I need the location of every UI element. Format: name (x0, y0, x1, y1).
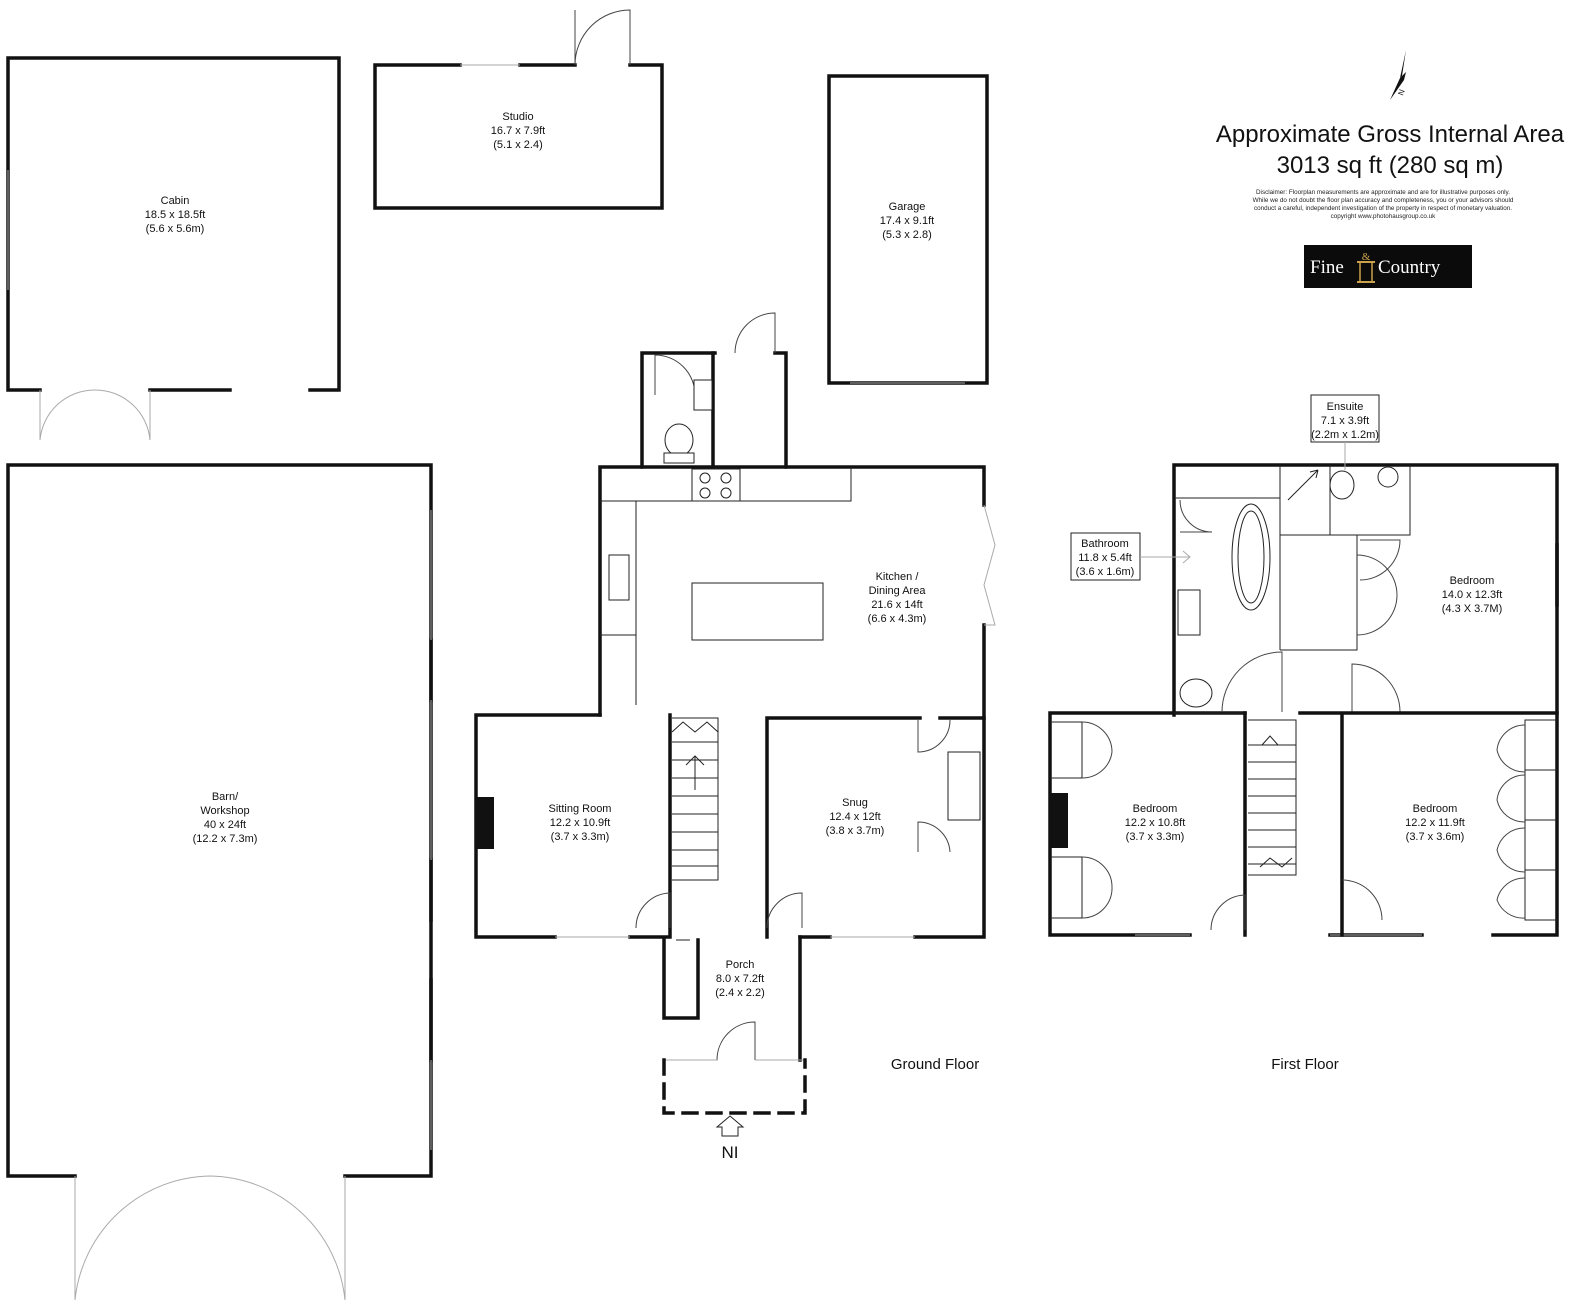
bathroom-dims-ft: 11.8 x 5.4ft (1078, 552, 1132, 564)
garage-plan: Garage 17.4 x 9.1ft (5.3 x 2.8) (827, 74, 989, 385)
garage-dims-m: (5.3 x 2.8) (882, 229, 932, 241)
bedroom-right-dims-m: (3.7 x 3.6m) (1406, 831, 1465, 843)
bedroom-main-dims-m: (4.3 X 3.7M) (1442, 603, 1503, 615)
disclaimer-line-2: While we do not doubt the floor plan acc… (1253, 197, 1514, 204)
barn-name: Barn/ (212, 791, 239, 803)
snug-name: Snug (842, 797, 868, 809)
cabin-plan: Cabin 18.5 x 18.5ft (5.6 x 5.6m) (6, 56, 341, 441)
studio-dims-m: (5.1 x 2.4) (493, 139, 543, 151)
bedroom-main-name: Bedroom (1450, 575, 1495, 587)
bath-tub (1231, 503, 1271, 611)
sitting-dims-ft: 12.2 x 10.9ft (550, 817, 611, 829)
porch-dims-ft: 8.0 x 7.2ft (716, 973, 764, 985)
cabin-dims-m: (5.6 x 5.6m) (146, 223, 205, 235)
bathroom-name: Bathroom (1081, 538, 1129, 550)
ensuite-toilet (1329, 470, 1355, 500)
snug-dims-ft: 12.4 x 12ft (829, 811, 880, 823)
barn-plan: Barn/ Workshop 40 x 24ft (12.2 x 7.3m) (6, 463, 433, 1301)
bathroom-toilet (1179, 678, 1213, 708)
first-floor-plan: Bedroom 14.0 x 12.3ft (4.3 X 3.7M) Bedro… (1048, 394, 1559, 1073)
pillar-icon: & (1357, 251, 1375, 283)
wc-toilet (664, 423, 694, 457)
sitting-dims-m: (3.7 x 3.3m) (551, 831, 610, 843)
barn-name-2: Workshop (200, 805, 249, 817)
ensuite-basin (1377, 466, 1399, 488)
ensuite-dims-ft: 7.1 x 3.9ft (1321, 415, 1369, 427)
studio-name: Studio (502, 111, 533, 123)
studio-dims-ft: 16.7 x 7.9ft (491, 125, 545, 137)
kitchen-island (691, 582, 824, 641)
ensuite-dims-m: (2.2m x 1.2m) (1311, 429, 1379, 441)
area-title: Approximate Gross Internal Area (1216, 121, 1565, 148)
disclaimer-line-4: copyright www.photohausgroup.co.uk (1331, 213, 1437, 220)
entrance-arrow-icon (715, 1115, 745, 1137)
bathroom-callout (1070, 532, 1141, 581)
sitting-name: Sitting Room (549, 803, 612, 815)
disclaimer-line-3: conduct a careful, independent investiga… (1254, 205, 1512, 212)
bedroom-right-dims-ft: 12.2 x 11.9ft (1405, 817, 1465, 829)
area-info: N Approximate Gross Internal Area 3013 s… (1216, 50, 1565, 288)
bedroom-left-dims-ft: 12.2 x 10.8ft (1125, 817, 1186, 829)
kitchen-name: Kitchen / (876, 571, 920, 583)
kitchen-sink (608, 554, 630, 601)
compass-icon: N (1390, 50, 1407, 100)
ensuite-name: Ensuite (1327, 401, 1364, 413)
bathroom-basin (1177, 589, 1201, 636)
bedroom-right-name: Bedroom (1413, 803, 1458, 815)
bedroom-main-dims-ft: 14.0 x 12.3ft (1442, 589, 1503, 601)
disclaimer-line-1: Disclaimer: Floorplan measurements are a… (1256, 189, 1510, 196)
logo-part-2: Country (1378, 257, 1441, 278)
kitchen-name-2: Dining Area (869, 585, 927, 597)
garage-name: Garage (889, 201, 926, 213)
porch-dims-m: (2.4 x 2.2) (715, 987, 765, 999)
ground-floor-label: Ground Floor (891, 1056, 979, 1073)
svg-text:&: & (1362, 251, 1371, 263)
entrance-label: NI (722, 1143, 739, 1162)
studio-plan: Studio 16.7 x 7.9ft (5.1 x 2.4) (373, 9, 664, 210)
barn-dims-ft: 40 x 24ft (204, 819, 246, 831)
bedroom-left-name: Bedroom (1133, 803, 1178, 815)
bedroom-left-dims-m: (3.7 x 3.3m) (1126, 831, 1185, 843)
garage-dims-ft: 17.4 x 9.1ft (880, 215, 934, 227)
first-floor-label: First Floor (1271, 1056, 1339, 1073)
kitchen-dims-ft: 21.6 x 14ft (871, 599, 922, 611)
area-value: 3013 sq ft (280 sq m) (1277, 152, 1504, 179)
sitting-fireplace (476, 797, 494, 849)
cabin-name: Cabin (161, 195, 190, 207)
hob (691, 468, 741, 502)
wc-basin (693, 379, 713, 411)
barn-dims-m: (12.2 x 7.3m) (193, 833, 258, 845)
kitchen-dims-m: (6.6 x 4.3m) (868, 613, 927, 625)
bathroom-dims-m: (3.6 x 1.6m) (1076, 566, 1135, 578)
bedroom-fireplace (1050, 793, 1068, 848)
compass-letter: N (1396, 88, 1407, 97)
fine-country-logo: Fine Country & (1304, 245, 1472, 288)
snug-dims-m: (3.8 x 3.7m) (826, 825, 885, 837)
ground-floor-plan: Kitchen / Dining Area 21.6 x 14ft (6.6 x… (474, 312, 996, 1162)
porch-name: Porch (726, 959, 755, 971)
ensuite-callout (1310, 394, 1380, 443)
cabin-dims-ft: 18.5 x 18.5ft (145, 209, 206, 221)
logo-part-1: Fine (1310, 257, 1344, 278)
